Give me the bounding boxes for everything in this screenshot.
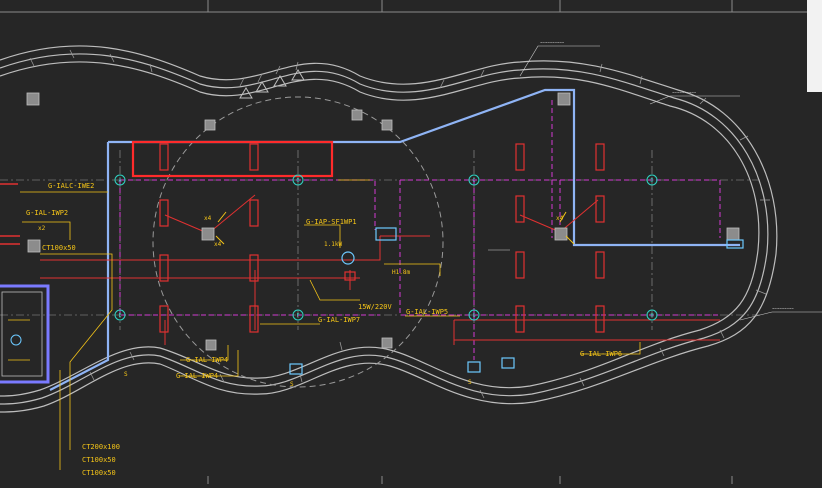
circuit-label: G-IAP-SF1WP1 — [306, 218, 357, 226]
leader-lines — [20, 179, 641, 470]
side-toolbar[interactable] — [807, 0, 822, 92]
circuit-label: G-IAL-IWP4 — [176, 372, 218, 380]
left-room — [0, 284, 50, 384]
axis-label: G — [472, 313, 475, 319]
svg-text:~~~~~~~~~~: ~~~~~~~~~~ — [540, 40, 565, 45]
multiplier-label: x4 — [204, 215, 212, 222]
light-fixtures — [159, 143, 605, 333]
callout-leaders — [488, 45, 822, 321]
axis-label: E — [118, 313, 121, 319]
axis-bubble-labels: A B C D E F G H — [118, 178, 653, 319]
spec-label: 15W/220V — [358, 303, 393, 311]
svg-text:~~~~~~~~~~: ~~~~~~~~~~ — [672, 90, 697, 95]
dome-outline — [152, 96, 444, 388]
axis-bubbles — [114, 174, 658, 321]
tray-size-label: CT100x50 — [82, 456, 116, 464]
power-label: 1.1kW — [324, 241, 342, 248]
roof-arrows — [239, 69, 305, 99]
switch-label: S — [124, 371, 128, 378]
outer-wall — [0, 45, 778, 413]
left-panel-marks — [0, 183, 20, 245]
height-label: H1.8m — [392, 269, 410, 276]
axis-label: A — [118, 178, 121, 184]
axis-label: F — [296, 313, 299, 319]
lighting-circuit — [40, 194, 720, 345]
fixture-symbols — [215, 211, 575, 245]
switch-label: S — [468, 379, 472, 386]
equipment-panels — [289, 227, 744, 375]
circuit-label: G-IAL-IWP6 — [580, 350, 622, 358]
tray-size-label: CT100x50 — [42, 244, 76, 252]
svg-text:~~~~~~~~~: ~~~~~~~~~ — [772, 306, 794, 311]
circuit-label: G-IALC-IWE2 — [48, 182, 94, 190]
callout-text: ~~~~~~~~~~ ~~~~~~~~~~ ~~~~~~~~~ — [540, 40, 794, 311]
tray-size-label: CT200x100 — [82, 443, 120, 451]
axis-label: H — [650, 313, 653, 319]
circuit-label: G-IAL-IWP7 — [318, 316, 360, 324]
selection-highlight[interactable] — [131, 140, 334, 178]
axis-label: D — [650, 178, 653, 184]
multiplier-label: x4 — [556, 215, 564, 222]
axis-label: C — [472, 178, 475, 184]
multiplier-label: x2 — [38, 225, 46, 232]
circuit-label: G-IAL-IWP4 — [186, 356, 228, 364]
axis-label: B — [296, 178, 299, 184]
wall-hatching — [29, 49, 770, 399]
circuit-label: G-IAL-IWP5 — [406, 308, 448, 316]
drawing-labels: G-IALC-IWE2 G-IAL-IWP2 x2 CT100x50 G-IAP… — [26, 182, 622, 477]
equipment-boxes — [26, 92, 740, 351]
circuit-label: G-IAL-IWP2 — [26, 209, 68, 217]
switch-label: S — [290, 381, 294, 388]
cable-tray — [49, 88, 740, 391]
tray-size-label: CT100x50 — [82, 469, 116, 477]
multiplier-label: x4 — [214, 241, 222, 248]
